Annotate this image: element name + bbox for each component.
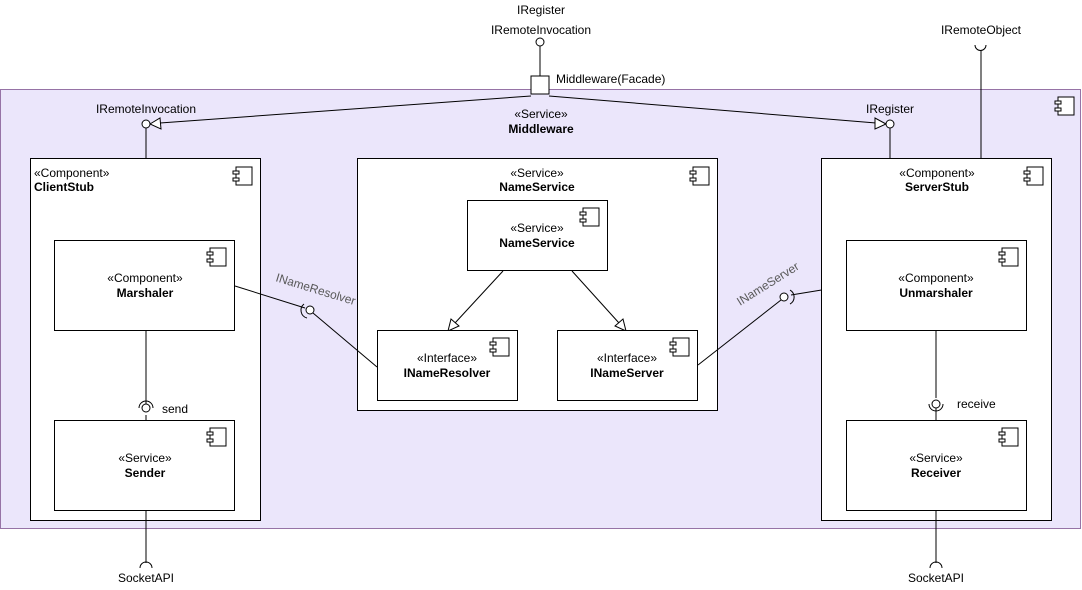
left-iremoteinvocation-lollipop: [141, 119, 151, 129]
receiver-component-icon: [998, 427, 1019, 447]
unmarshaler-name: Unmarshaler: [899, 286, 973, 300]
resolver-ball-to-interface: [312, 312, 378, 368]
marshaler-component[interactable]: [54, 240, 235, 331]
inameserver-icon: [669, 337, 690, 357]
clientstub-name: ClientStub: [34, 180, 94, 194]
iremoteobject-label: IRemoteObject: [941, 23, 1022, 37]
receiver-name: Receiver: [911, 466, 961, 480]
resolver-ball: [305, 305, 315, 315]
inner-nameservice-stereotype: «Service»: [510, 221, 564, 235]
facade-arrow-left: [148, 117, 162, 130]
send-label: send: [162, 402, 188, 416]
client-socketapi-label: SocketAPI: [118, 571, 174, 585]
serverstub-component-icon: [1023, 166, 1044, 186]
marshaler-name: Marshaler: [117, 286, 174, 300]
sender-service[interactable]: [54, 420, 235, 511]
right-iregister-label: IRegister: [866, 102, 914, 116]
unmarshaler-stereotype: «Component»: [898, 271, 974, 285]
facade-port[interactable]: [530, 75, 550, 95]
middleware-stereotype: «Service»: [514, 107, 568, 121]
client-socketapi-socket: [139, 561, 153, 569]
facade-to-iregister: [548, 95, 877, 124]
inameserver-stereotype: «Interface»: [597, 351, 657, 365]
realization-to-server: [571, 270, 620, 324]
inameserver-to-ball: [697, 299, 782, 366]
server-socketapi-socket: [929, 561, 943, 569]
receive-ball: [931, 399, 941, 409]
middleware-name: Middleware: [508, 122, 574, 136]
left-iremoteinvocation-label: IRemoteInvocation: [96, 102, 196, 116]
server-ball: [779, 292, 789, 302]
facade-to-iremoteinvocation: [159, 95, 532, 124]
realization-arrow-server: [614, 318, 627, 332]
unmarshaler-component[interactable]: [846, 240, 1027, 331]
clientstub-component-icon: [232, 166, 253, 186]
inner-nameservice-icon: [579, 207, 600, 227]
clientstub-stereotype: «Component»: [34, 166, 110, 180]
server-socket: [789, 289, 795, 305]
receive-label: receive: [957, 397, 996, 411]
marshaler-component-icon: [206, 247, 227, 267]
inameresolver-stereotype: «Interface»: [417, 351, 477, 365]
serverstub-stereotype: «Component»: [899, 166, 975, 180]
middleware-component-icon: [1054, 96, 1075, 116]
send-socket: [138, 400, 154, 409]
right-iregister-lollipop: [885, 119, 895, 129]
iremoteobject-socket: [974, 44, 987, 51]
unmarshaler-component-icon: [998, 247, 1019, 267]
server-socketapi-label: SocketAPI: [908, 571, 964, 585]
top-iremoteinvocation-label: IRemoteInvocation: [491, 23, 591, 37]
sender-name: Sender: [125, 466, 166, 480]
marshaler-stereotype: «Component»: [107, 271, 183, 285]
top-iregister-label: IRegister: [517, 3, 565, 17]
nameservice-stereotype: «Service»: [510, 166, 564, 180]
receiver-service[interactable]: [846, 420, 1027, 511]
sender-component-icon: [206, 427, 227, 447]
facade-port-label: Middleware(Facade): [556, 72, 665, 86]
resolver-socket: [300, 303, 308, 319]
inameserver-name: INameServer: [590, 366, 664, 380]
marshaler-to-resolver-socket: [234, 285, 306, 309]
nameservice-name: NameService: [499, 180, 575, 194]
inameresolver-name: INameResolver: [404, 366, 491, 380]
receiver-stereotype: «Service»: [909, 451, 963, 465]
nameservice-component-icon: [689, 166, 710, 186]
send-ball: [141, 403, 151, 413]
realization-arrow-resolver: [447, 318, 460, 332]
inner-nameservice-name: NameService: [499, 236, 575, 250]
serverstub-name: ServerStub: [905, 180, 969, 194]
sender-stereotype: «Service»: [118, 451, 172, 465]
top-lollipop: [535, 37, 545, 47]
realization-to-resolver: [454, 270, 504, 324]
inameresolver-icon: [489, 337, 510, 357]
facade-arrow-right: [874, 117, 888, 130]
